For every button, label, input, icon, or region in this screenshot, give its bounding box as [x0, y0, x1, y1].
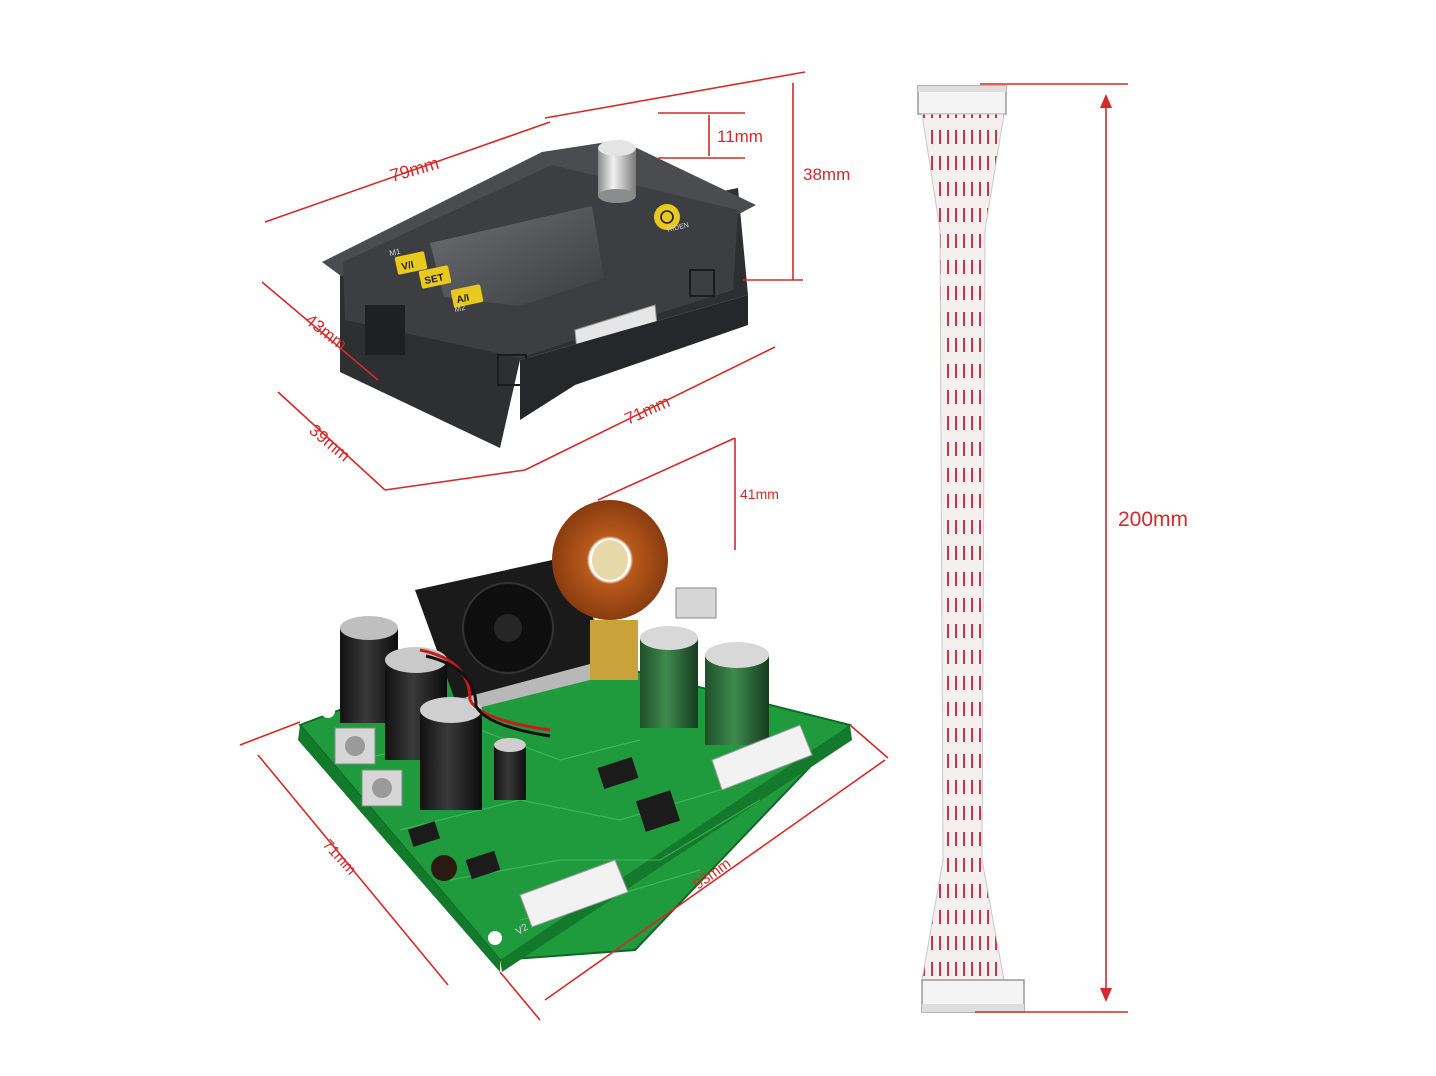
ic-chip-4	[465, 850, 501, 880]
capacitor-small	[494, 738, 526, 800]
lcd-screen	[430, 206, 604, 306]
ic-chip-3	[407, 821, 441, 847]
dim-board-height: 41mm	[740, 486, 779, 502]
button-set: SET	[418, 265, 452, 289]
ic-chip-1	[597, 756, 639, 790]
button-a-i: A/I	[450, 284, 484, 308]
button-a-i-label: A/I	[456, 293, 471, 306]
circuit-board: V2	[298, 500, 852, 972]
inductor-small	[431, 855, 457, 881]
dim-knob-height: 11mm	[717, 127, 763, 146]
dim-module-front: 71mm	[622, 392, 673, 429]
dim-cable-length: 200mm	[1118, 508, 1188, 531]
front-clip-right	[689, 269, 715, 297]
dim-module-width: 79mm	[388, 153, 442, 186]
capacitor-green-1	[640, 626, 698, 728]
button-v-i-label: V/I	[401, 260, 415, 273]
pcb-header-bottom	[519, 859, 629, 928]
board-mark: V2	[514, 922, 530, 938]
rotary-knob	[598, 140, 636, 203]
dim-module-side: 39mm	[305, 421, 353, 466]
pcb-header-right	[711, 724, 813, 791]
ribbon-cable	[917, 85, 1025, 1013]
cable-wires	[921, 113, 1005, 981]
ic-chip-2	[635, 790, 681, 832]
side-clip	[365, 305, 405, 355]
dim-module-height: 38mm	[803, 165, 850, 184]
capacitor-green-2	[705, 642, 769, 745]
m2-label: M2	[454, 303, 467, 314]
cable-dimensions: 200mm	[975, 83, 1188, 1013]
power-button-icon	[654, 204, 680, 230]
display-module: V/I SET A/I M1 M2 RIDEN	[322, 140, 756, 448]
m1-label: M1	[389, 247, 402, 258]
button-v-i: V/I	[394, 251, 428, 275]
capacitor-black-3	[420, 697, 482, 810]
screw-terminal-3	[675, 587, 717, 619]
dim-board-width: 71mm	[319, 836, 360, 878]
button-set-label: SET	[424, 272, 445, 287]
